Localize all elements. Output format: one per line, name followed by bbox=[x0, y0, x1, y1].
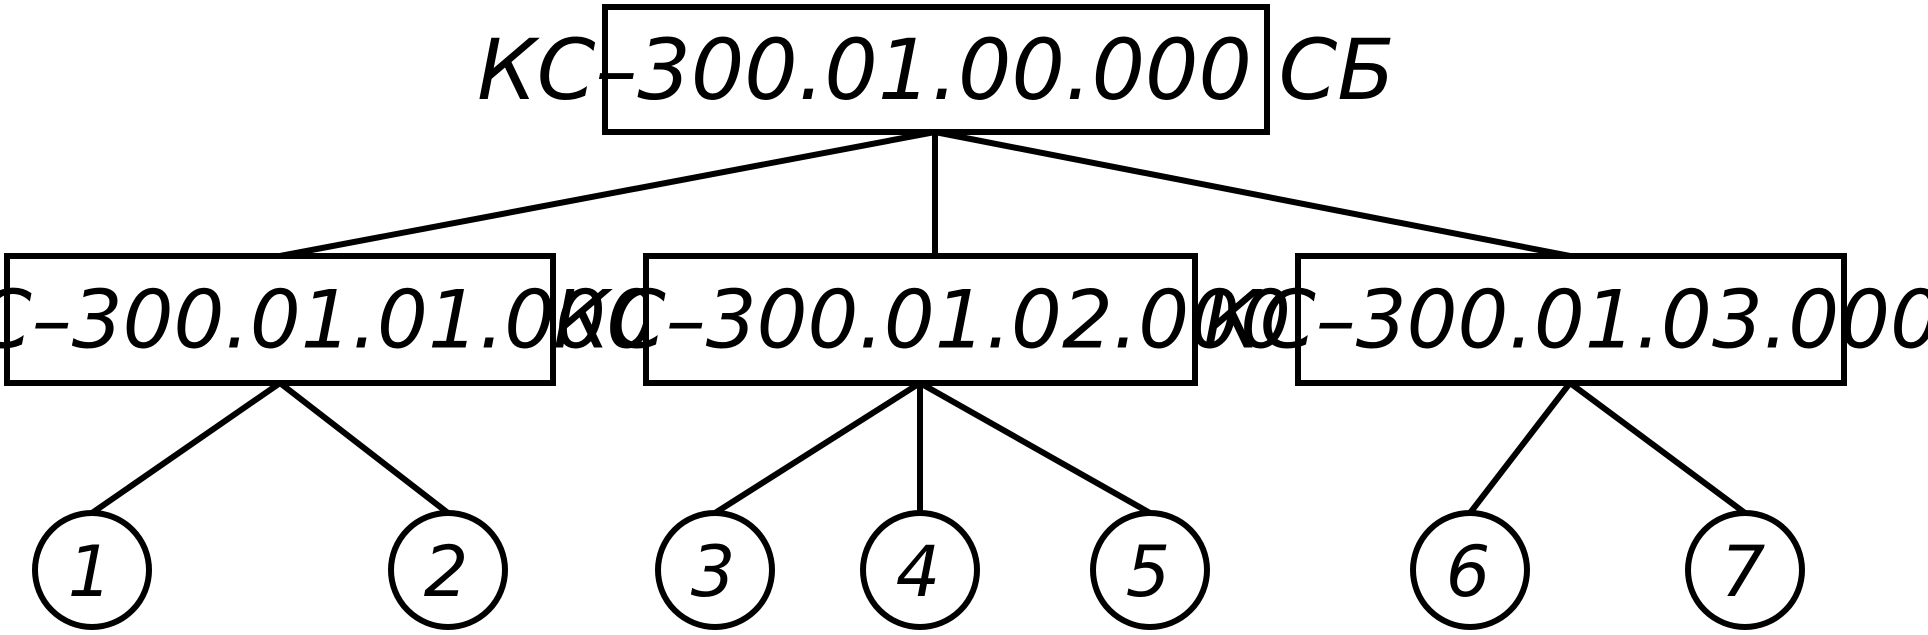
part-label-3: 3 bbox=[691, 531, 736, 613]
edge-assembly-3-to-part-6 bbox=[1467, 380, 1573, 516]
part-circle-7 bbox=[1685, 510, 1805, 630]
edge-assembly-3-to-part-7 bbox=[1567, 380, 1748, 516]
root-box bbox=[602, 4, 1270, 135]
part-circle-5 bbox=[1090, 510, 1210, 630]
part-node-7: 7 bbox=[1685, 510, 1805, 630]
assembly-label-3: КС–300.01.03.000 bbox=[1203, 274, 1928, 367]
part-circle-6 bbox=[1410, 510, 1530, 630]
part-label-5: 5 bbox=[1126, 531, 1171, 613]
part-circle-4 bbox=[860, 510, 980, 630]
part-label-2: 2 bbox=[424, 531, 469, 613]
root-edges bbox=[277, 129, 1573, 259]
part-node-2: 2 bbox=[388, 510, 508, 630]
part-node-3: 3 bbox=[655, 510, 775, 630]
root-label: КС–300.01.00.000 СБ bbox=[477, 21, 1395, 119]
assembly-edges bbox=[89, 380, 1748, 516]
part-node-5: 5 bbox=[1090, 510, 1210, 630]
edge-assembly-2-to-part-3 bbox=[712, 380, 923, 516]
edge-assembly-1-to-part-2 bbox=[277, 380, 451, 516]
part-circle-2 bbox=[388, 510, 508, 630]
part-label-1: 1 bbox=[68, 531, 113, 613]
part-circle-3 bbox=[655, 510, 775, 630]
part-label-6: 6 bbox=[1446, 531, 1491, 613]
edge-assembly-2-to-part-5 bbox=[917, 380, 1153, 516]
edge-root-to-assembly-3 bbox=[932, 129, 1573, 259]
assembly-box-3 bbox=[1295, 253, 1847, 386]
part-label-4: 4 bbox=[896, 531, 941, 613]
assembly-label-1: КС–300.01.01.000 bbox=[0, 274, 657, 367]
assembly-label-2: КС–300.01.02.000 bbox=[553, 274, 1291, 367]
root-node: КС–300.01.00.000 СБ bbox=[477, 4, 1395, 135]
part-node-6: 6 bbox=[1410, 510, 1530, 630]
part-node-4: 4 bbox=[860, 510, 980, 630]
assembly-node-2: КС–300.01.02.000 bbox=[553, 253, 1291, 386]
part-label-7: 7 bbox=[1721, 531, 1766, 613]
assembly-box-2 bbox=[643, 253, 1198, 386]
assembly-node-1: КС–300.01.01.000 bbox=[0, 253, 657, 386]
edge-root-to-assembly-1 bbox=[277, 129, 938, 259]
part-node-1: 1 bbox=[32, 510, 152, 630]
part-circle-1 bbox=[32, 510, 152, 630]
edge-assembly-1-to-part-1 bbox=[89, 380, 283, 516]
assembly-box-1 bbox=[4, 253, 556, 386]
assembly-node-3: КС–300.01.03.000 bbox=[1203, 253, 1928, 386]
